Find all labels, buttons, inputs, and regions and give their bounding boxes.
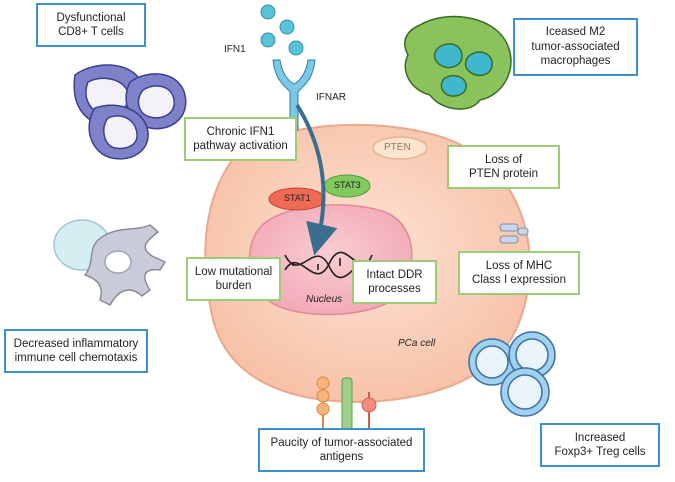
mhc-marker-icon bbox=[499, 223, 529, 244]
ifn1-molecules-icon bbox=[260, 4, 304, 56]
pten-protein-shape bbox=[372, 136, 428, 160]
mutational-burden-box: Low mutational burden bbox=[186, 257, 281, 301]
ifn-signal-arrow bbox=[295, 103, 338, 256]
cd8-t-cells-icon bbox=[73, 64, 187, 160]
mhc-loss-box: Loss of MHC Class I expression bbox=[458, 251, 580, 295]
ifnar-label: IFNAR bbox=[316, 92, 346, 103]
dendritic-cell-icon bbox=[53, 219, 167, 306]
stat1-label: STAT1 bbox=[284, 193, 311, 203]
cd8-t-cells-box: Dysfunctional CD8+ T cells bbox=[36, 3, 146, 47]
m2-macrophages-box: Iceased M2 tumor-associated macrophages bbox=[513, 18, 638, 76]
nucleus-label: Nucleus bbox=[306, 294, 343, 305]
ddr-processes-box: Intact DDR processes bbox=[352, 260, 437, 304]
ifn1-label: IFN1 bbox=[224, 44, 246, 55]
ifn-activation-box: Chronic IFN1 pathway activation bbox=[184, 117, 297, 161]
treg-cells-box: Increased Foxp3+ Treg cells bbox=[540, 423, 660, 467]
tumor-antigens-box: Paucity of tumor-associated antigens bbox=[258, 428, 425, 472]
stat3-label: STAT3 bbox=[334, 180, 361, 190]
pten-loss-box: Loss of PTEN protein bbox=[447, 145, 560, 189]
treg-cells-icon bbox=[468, 331, 556, 417]
pca-cell-label: PCa cell bbox=[398, 338, 436, 349]
pten-label: PTEN bbox=[384, 142, 411, 153]
ifnar-receptor-icon bbox=[272, 59, 316, 131]
chemotaxis-box: Decreased inflammatory immune cell chemo… bbox=[4, 329, 148, 373]
m2-macrophages-icon bbox=[404, 15, 512, 110]
